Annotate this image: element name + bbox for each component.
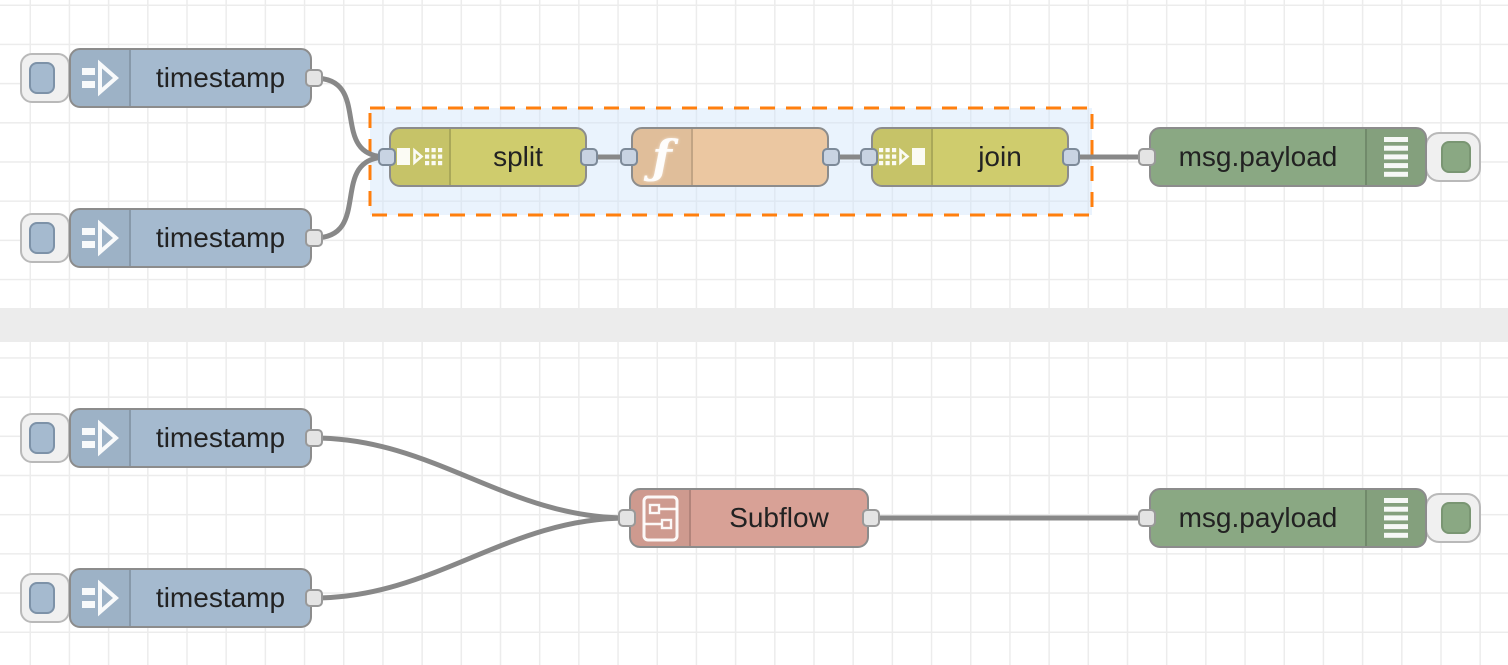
split-input-port[interactable] bbox=[378, 148, 396, 166]
node-label bbox=[693, 129, 827, 185]
inject-button-inner[interactable] bbox=[29, 222, 55, 254]
join-output-port[interactable] bbox=[1062, 148, 1080, 166]
split-icon bbox=[391, 129, 451, 185]
inject-3-output-port[interactable] bbox=[305, 429, 323, 447]
inject-node-2: timestamp bbox=[20, 208, 323, 268]
function-input-port[interactable] bbox=[620, 148, 638, 166]
debug-node-2: msg.payload bbox=[1138, 488, 1481, 548]
subflow-node: Subflow bbox=[618, 488, 880, 548]
join-input-port[interactable] bbox=[860, 148, 878, 166]
node-label: timestamp bbox=[155, 222, 286, 253]
split-output-port[interactable] bbox=[580, 148, 598, 166]
function-node-body[interactable]: ƒ bbox=[631, 127, 829, 187]
join-node: join bbox=[860, 127, 1080, 187]
wire-inject1-split[interactable] bbox=[313, 75, 388, 160]
inject-node-1: timestamp bbox=[20, 48, 323, 108]
inject-button[interactable] bbox=[20, 213, 70, 263]
node-label: Subflow bbox=[729, 502, 829, 533]
debug-1-input-port[interactable] bbox=[1138, 148, 1156, 166]
node-label: split bbox=[493, 141, 543, 172]
debug-toggle-button[interactable] bbox=[1425, 493, 1481, 543]
debug-node-1-body[interactable]: msg.payload bbox=[1149, 127, 1427, 187]
inject-button[interactable] bbox=[20, 573, 70, 623]
debug-2-input-port[interactable] bbox=[1138, 509, 1156, 527]
inject-node-3-body[interactable]: timestamp bbox=[69, 408, 312, 468]
node-label: timestamp bbox=[155, 582, 286, 613]
split-node: split bbox=[378, 127, 598, 187]
subflow-input-port[interactable] bbox=[618, 509, 636, 527]
inject-arrow-icon bbox=[71, 210, 131, 266]
join-icon bbox=[873, 129, 933, 185]
node-label: timestamp bbox=[155, 422, 286, 453]
debug-list-icon bbox=[1365, 129, 1425, 185]
debug-node-1: msg.payload bbox=[1138, 127, 1481, 187]
debug-toggle-inner[interactable] bbox=[1441, 141, 1471, 173]
inject-arrow-icon bbox=[71, 410, 131, 466]
subflow-icon bbox=[631, 490, 691, 546]
inject-button-inner[interactable] bbox=[29, 422, 55, 454]
wire-inject2-split[interactable] bbox=[313, 154, 388, 241]
inject-node-2-body[interactable]: timestamp bbox=[69, 208, 312, 268]
subflow-output-port[interactable] bbox=[862, 509, 880, 527]
node-label: msg.payload bbox=[1178, 502, 1338, 533]
inject-button-inner[interactable] bbox=[29, 62, 55, 94]
section-divider bbox=[0, 308, 1508, 342]
wire-inject3-subflow[interactable] bbox=[313, 435, 628, 521]
join-node-body[interactable]: join bbox=[871, 127, 1069, 187]
inject-2-output-port[interactable] bbox=[305, 229, 323, 247]
node-label: msg.payload bbox=[1178, 141, 1338, 172]
wire-inject4-subflow[interactable] bbox=[313, 515, 628, 601]
function-f-icon: ƒ bbox=[633, 129, 693, 185]
subflow-node-body[interactable]: Subflow bbox=[629, 488, 869, 548]
function-node: ƒ bbox=[620, 127, 840, 187]
inject-1-output-port[interactable] bbox=[305, 69, 323, 87]
debug-toggle-inner[interactable] bbox=[1441, 502, 1471, 534]
inject-arrow-icon bbox=[71, 570, 131, 626]
inject-arrow-icon bbox=[71, 50, 131, 106]
inject-node-1-body[interactable]: timestamp bbox=[69, 48, 312, 108]
inject-button[interactable] bbox=[20, 53, 70, 103]
node-label: join bbox=[978, 141, 1022, 172]
inject-node-4-body[interactable]: timestamp bbox=[69, 568, 312, 628]
debug-toggle-button[interactable] bbox=[1425, 132, 1481, 182]
inject-4-output-port[interactable] bbox=[305, 589, 323, 607]
inject-node-4: timestamp bbox=[20, 568, 323, 628]
debug-node-2-body[interactable]: msg.payload bbox=[1149, 488, 1427, 548]
node-label: timestamp bbox=[155, 62, 286, 93]
function-output-port[interactable] bbox=[822, 148, 840, 166]
inject-node-3: timestamp bbox=[20, 408, 323, 468]
inject-button-inner[interactable] bbox=[29, 582, 55, 614]
inject-button[interactable] bbox=[20, 413, 70, 463]
debug-list-icon bbox=[1365, 490, 1425, 546]
split-node-body[interactable]: split bbox=[389, 127, 587, 187]
